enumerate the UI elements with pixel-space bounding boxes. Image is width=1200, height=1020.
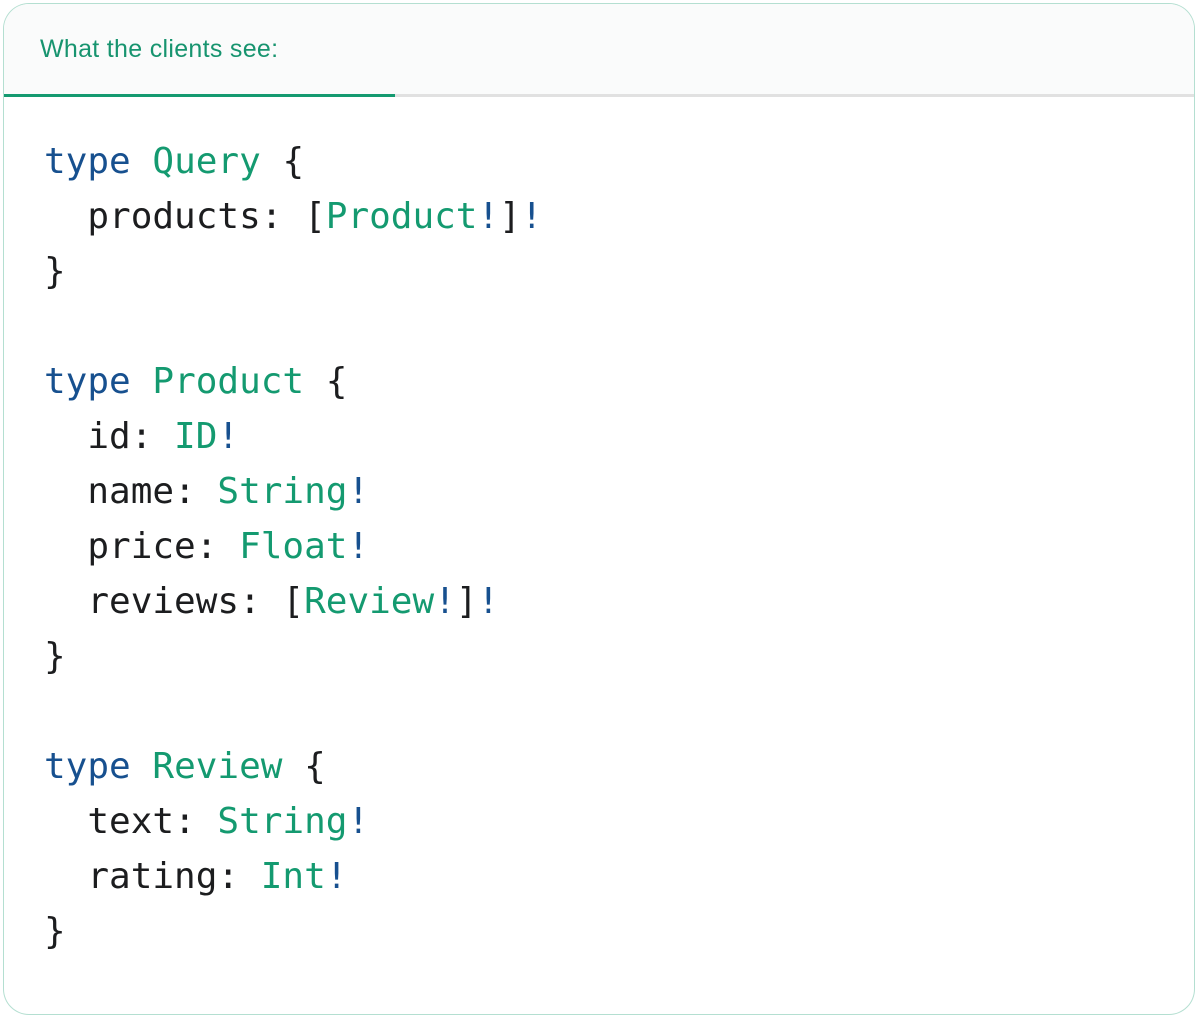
plain-token: price:	[44, 526, 240, 567]
plain-token: }	[44, 251, 66, 292]
non-null-bang-token: !	[477, 196, 500, 237]
plain-token	[131, 361, 153, 402]
non-null-bang-token: !	[347, 471, 370, 512]
keyword-token: type	[44, 361, 131, 402]
type-name-token: Query	[152, 141, 261, 182]
code-line: type Query {	[44, 134, 1154, 189]
non-null-bang-token: !	[520, 196, 543, 237]
code-line: products: [Product!]!	[44, 189, 1154, 244]
non-null-bang-token: !	[434, 581, 456, 622]
code-line	[44, 684, 1154, 739]
keyword-token: type	[44, 746, 131, 787]
type-name-token: Float	[239, 526, 348, 567]
code-line: reviews: [Review!]!	[44, 574, 1154, 629]
tab-what-clients-see[interactable]: What the clients see:	[4, 4, 395, 97]
non-null-bang-token: !	[347, 526, 370, 567]
code-line: }	[44, 904, 1154, 959]
tab-label: What the clients see:	[40, 34, 279, 63]
keyword-token: type	[44, 141, 131, 182]
type-name-token: String	[217, 471, 348, 512]
plain-token: rating:	[44, 856, 261, 897]
plain-token: ]	[499, 196, 521, 237]
plain-token: {	[304, 361, 348, 402]
code-line: type Product {	[44, 354, 1154, 409]
type-name-token: Product	[152, 361, 305, 402]
code-line: name: String!	[44, 464, 1154, 519]
plain-token: reviews: [	[44, 581, 305, 622]
plain-token: }	[44, 911, 66, 952]
code-line: id: ID!	[44, 409, 1154, 464]
code-line: }	[44, 244, 1154, 299]
code-line: price: Float!	[44, 519, 1154, 574]
plain-token: text:	[44, 801, 218, 842]
plain-token	[131, 141, 153, 182]
non-null-bang-token: !	[325, 856, 348, 897]
type-name-token: Int	[260, 856, 326, 897]
type-name-token: Review	[304, 581, 435, 622]
plain-token: name:	[44, 471, 218, 512]
code-line: type Review {	[44, 739, 1154, 794]
non-null-bang-token: !	[347, 801, 370, 842]
type-name-token: Review	[152, 746, 283, 787]
plain-token: }	[44, 636, 66, 677]
code-line: text: String!	[44, 794, 1154, 849]
non-null-bang-token: !	[477, 581, 500, 622]
schema-panel: What the clients see: type Query { produ…	[3, 3, 1195, 1015]
code-block: type Query { products: [Product!]!} type…	[4, 97, 1194, 959]
type-name-token: ID	[174, 416, 218, 457]
plain-token: id:	[44, 416, 175, 457]
plain-token: {	[282, 746, 326, 787]
tab-bar: What the clients see:	[4, 4, 1194, 97]
plain-token: products: [	[44, 196, 326, 237]
code-line: rating: Int!	[44, 849, 1154, 904]
plain-token: {	[260, 141, 305, 182]
non-null-bang-token: !	[217, 416, 240, 457]
active-tab-underline	[4, 93, 395, 97]
plain-token: ]	[455, 581, 478, 622]
plain-token	[131, 746, 153, 787]
code-line: }	[44, 629, 1154, 684]
type-name-token: String	[217, 801, 348, 842]
code-line	[44, 299, 1154, 354]
type-name-token: Product	[325, 196, 478, 237]
